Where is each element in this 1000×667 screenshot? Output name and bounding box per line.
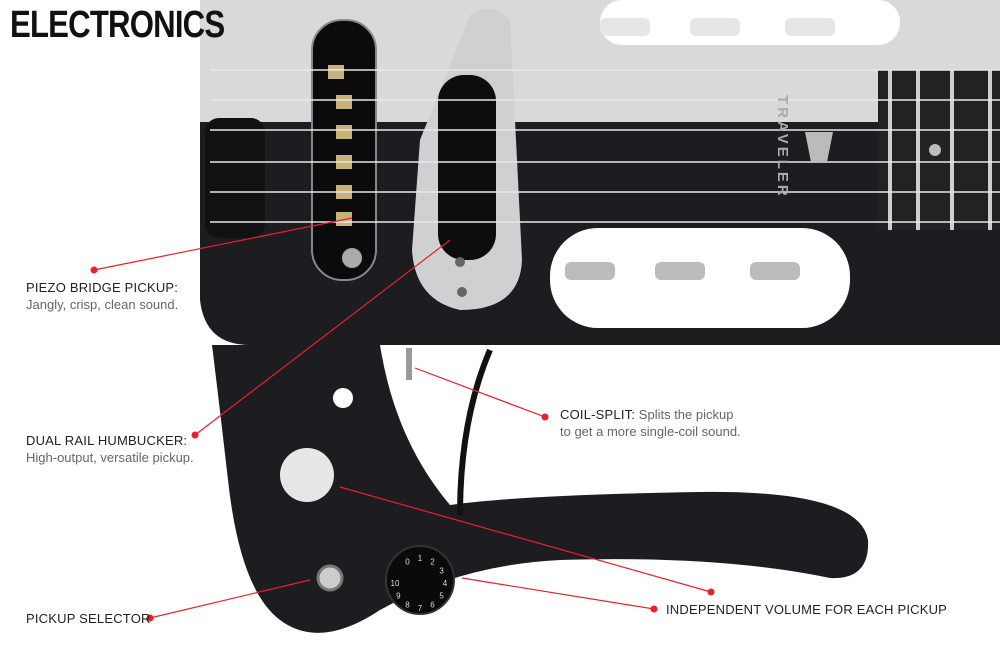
volume-knob	[385, 545, 455, 615]
callout-piezo: PIEZO BRIDGE PICKUP: Jangly, crisp, clea…	[26, 279, 178, 313]
knob-number: 10	[391, 579, 400, 588]
leg-rest	[212, 345, 869, 633]
string-anchors	[205, 118, 265, 238]
callout-desc-line2: to get a more single-coil sound.	[560, 424, 741, 439]
callout-desc: Splits the pickup	[638, 407, 734, 422]
callout-humbucker: DUAL RAIL HUMBUCKER: High-output, versat…	[26, 432, 194, 466]
humbucker-pickup	[438, 75, 496, 260]
pickup-selector-knob	[316, 564, 344, 592]
tuners	[565, 262, 800, 280]
bridge-screw	[342, 248, 362, 268]
callout-heading: DUAL RAIL HUMBUCKER:	[26, 433, 188, 448]
leader-lines	[93, 217, 712, 619]
brand-logo: TRAVELER	[774, 95, 791, 199]
callout-heading: PIEZO BRIDGE PICKUP:	[26, 280, 179, 295]
knob-number: 6	[430, 601, 435, 610]
page-title: ELECTRONICS	[10, 4, 225, 46]
fret-marker	[929, 144, 941, 156]
output-jack	[280, 448, 334, 502]
callout-selector: PICKUP SELECTOR	[26, 610, 151, 627]
callout-heading: INDEPENDENT VOLUME FOR EACH PICKUP	[666, 602, 948, 617]
cable	[457, 348, 493, 516]
bridge	[311, 19, 377, 281]
callout-heading: PICKUP SELECTOR	[26, 611, 151, 626]
knob-number: 8	[405, 601, 410, 610]
callout-heading: COIL-SPLIT:	[560, 407, 636, 422]
knob-number: 9	[396, 592, 401, 601]
body-hole	[333, 388, 353, 408]
faded-tuners	[600, 18, 835, 36]
knob-number: 4	[443, 579, 448, 588]
callout-desc: High-output, versatile pickup.	[26, 450, 194, 465]
callout-coil-split: COIL-SPLIT: Splits the pickup to get a m…	[560, 406, 741, 440]
strings	[210, 69, 1000, 223]
frets	[888, 70, 992, 230]
callout-desc: Jangly, crisp, clean sound.	[26, 297, 179, 312]
brand-logo-mark	[805, 132, 833, 162]
knob-number: 5	[439, 592, 444, 601]
coil-split-switch	[406, 348, 412, 380]
knob-number: 1	[418, 554, 423, 563]
knob-number: 3	[439, 567, 444, 576]
leader-dots	[90, 266, 715, 622]
knob-number: 7	[418, 604, 423, 613]
knob-number: 0	[405, 557, 410, 566]
knob-number: 2	[430, 557, 435, 566]
callout-volume: INDEPENDENT VOLUME FOR EACH PICKUP	[666, 601, 947, 618]
